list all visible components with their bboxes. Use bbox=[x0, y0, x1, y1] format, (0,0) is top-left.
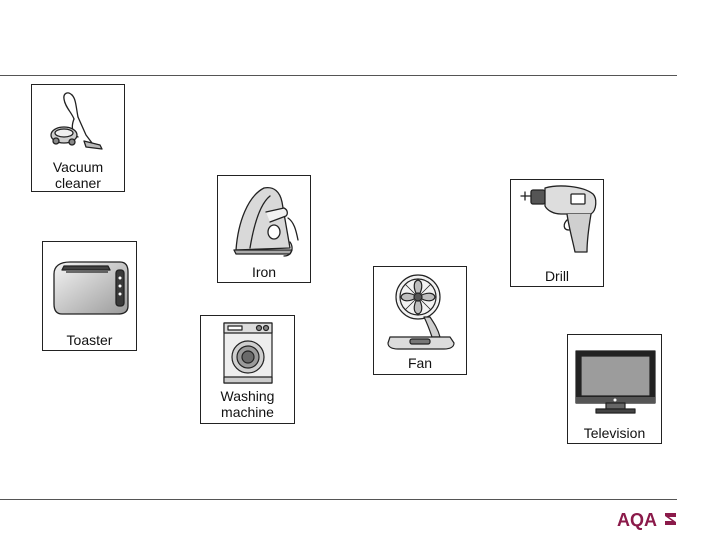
vacuum-label-line2: cleaner bbox=[55, 175, 101, 191]
toaster-icon bbox=[53, 261, 129, 315]
card-drill: Drill bbox=[510, 179, 604, 287]
fan-label: Fan bbox=[407, 355, 433, 371]
washing-machine-icon bbox=[223, 322, 273, 384]
iron-label: Iron bbox=[251, 264, 277, 280]
card-toaster: Toaster bbox=[42, 241, 137, 351]
aqa-logo-mark-icon bbox=[665, 513, 676, 525]
drill-icon bbox=[520, 185, 597, 253]
aqa-logo: AQA bbox=[617, 508, 679, 532]
vacuum-cleaner-label: Vacuum cleaner bbox=[32, 159, 124, 191]
washer-label-line2: machine bbox=[221, 404, 274, 420]
fan-icon bbox=[387, 274, 455, 350]
vacuum-cleaner-icon bbox=[50, 92, 103, 150]
card-iron: Iron bbox=[217, 175, 311, 283]
washer-label-line1: Washing bbox=[220, 388, 275, 404]
card-fan: Fan bbox=[373, 266, 467, 375]
card-washing-machine: Washing machine bbox=[200, 315, 295, 424]
card-vacuum-cleaner: Vacuum cleaner bbox=[31, 84, 125, 192]
washing-machine-label: Washing machine bbox=[201, 388, 294, 420]
aqa-logo-text: AQA bbox=[617, 510, 657, 530]
top-divider bbox=[0, 75, 677, 76]
vacuum-label-line1: Vacuum bbox=[52, 159, 104, 175]
drill-label: Drill bbox=[544, 268, 570, 284]
bottom-divider bbox=[0, 499, 677, 500]
card-television: Television bbox=[567, 334, 662, 444]
iron-icon bbox=[233, 186, 299, 257]
television-label: Television bbox=[583, 425, 646, 441]
toaster-label: Toaster bbox=[66, 332, 113, 348]
television-icon bbox=[575, 350, 656, 414]
